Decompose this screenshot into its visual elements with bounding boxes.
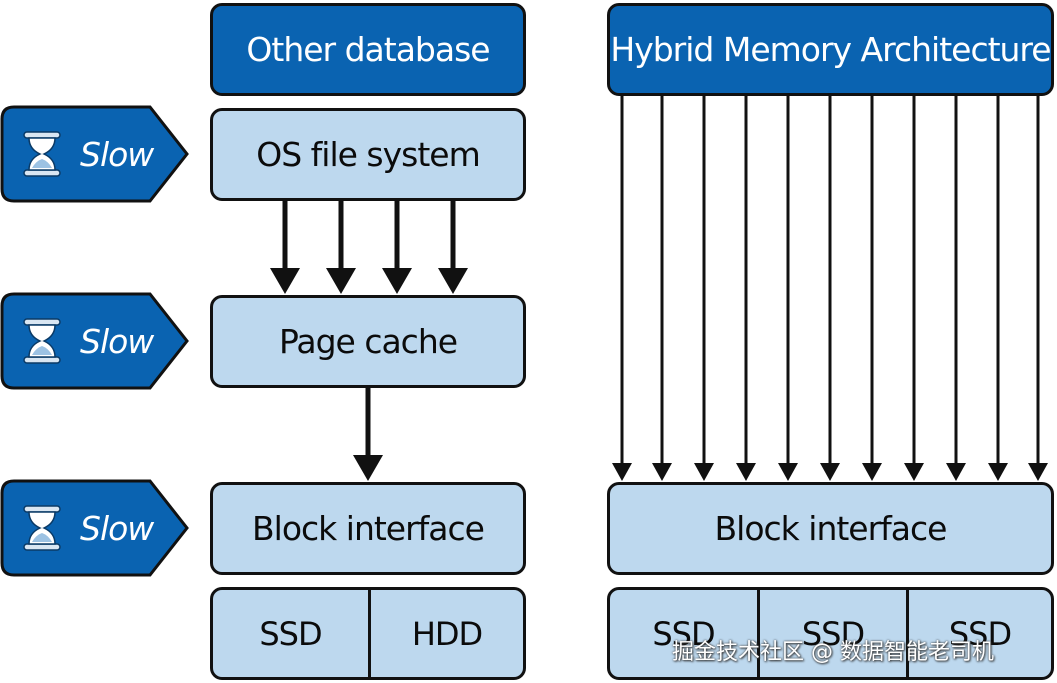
hdd-label: HDD xyxy=(411,614,483,653)
badge-shape xyxy=(0,292,189,390)
hourglass-icon xyxy=(23,131,61,177)
arrow-fs-to-cache xyxy=(438,201,468,294)
slow-badge-page-cache: Slow xyxy=(0,292,190,390)
left-block-interface-label: Block interface xyxy=(252,509,485,548)
os-file-system-layer: OS file system xyxy=(210,108,526,201)
arrow-hybrid-to-block xyxy=(862,96,882,481)
ssd-label: SSD xyxy=(652,614,715,653)
hourglass-icon xyxy=(23,318,61,364)
left-block-interface-layer: Block interface xyxy=(210,482,526,575)
watermark: 掘金技术社区 @ 数据智能老司机 xyxy=(672,640,994,665)
arrow-hybrid-to-block xyxy=(988,96,1008,481)
arrow-hybrid-to-block xyxy=(694,96,714,481)
os-file-system-label: OS file system xyxy=(256,135,480,174)
slow-label: Slow xyxy=(80,134,154,174)
arrow-hybrid-to-block xyxy=(1028,96,1048,481)
right-storage-ssd-2: SSD xyxy=(760,590,906,677)
left-storage-row: SSD HDD xyxy=(210,587,526,680)
page-cache-label: Page cache xyxy=(278,322,458,361)
slow-badge-block-interface: Slow xyxy=(0,479,190,577)
arrow-hybrid-to-block xyxy=(946,96,966,481)
arrow-cache-to-block xyxy=(353,388,383,481)
slow-badge-os-file-system: Slow xyxy=(0,105,190,203)
hybrid-memory-header: Hybrid Memory Architecture xyxy=(607,3,1054,96)
arrow-fs-to-cache xyxy=(270,201,300,294)
arrow-hybrid-to-block xyxy=(736,96,756,481)
storage-divider xyxy=(906,590,909,677)
right-block-interface-label: Block interface xyxy=(714,509,948,548)
right-block-interface-layer: Block interface xyxy=(607,482,1054,575)
other-database-header: Other database xyxy=(210,3,526,96)
storage-divider xyxy=(368,590,371,677)
arrow-hybrid-to-block xyxy=(778,96,798,481)
hybrid-memory-label: Hybrid Memory Architecture xyxy=(610,30,1051,69)
arrow-fs-to-cache xyxy=(326,201,356,294)
badge-shape xyxy=(0,105,189,203)
ssd-label: SSD xyxy=(948,614,1012,653)
arrow-hybrid-to-block xyxy=(820,96,840,481)
ssd-label: SSD xyxy=(259,614,322,653)
right-storage-row: SSD SSD SSD xyxy=(607,587,1054,680)
storage-divider xyxy=(757,590,760,677)
other-database-label: Other database xyxy=(246,30,490,69)
slow-label: Slow xyxy=(80,321,154,361)
arrow-fs-to-cache xyxy=(382,201,412,294)
left-storage-ssd: SSD xyxy=(213,590,368,677)
arrow-hybrid-to-block xyxy=(612,96,632,481)
arrow-hybrid-to-block xyxy=(652,96,672,481)
left-storage-hdd: HDD xyxy=(371,590,523,677)
page-cache-layer: Page cache xyxy=(210,295,526,388)
slow-label: Slow xyxy=(80,508,154,548)
hourglass-icon xyxy=(23,505,61,551)
right-storage-ssd-1: SSD xyxy=(610,590,757,677)
right-storage-ssd-3: SSD xyxy=(909,590,1051,677)
badge-shape xyxy=(0,479,189,577)
ssd-label: SSD xyxy=(801,614,865,653)
arrow-hybrid-to-block xyxy=(904,96,924,481)
